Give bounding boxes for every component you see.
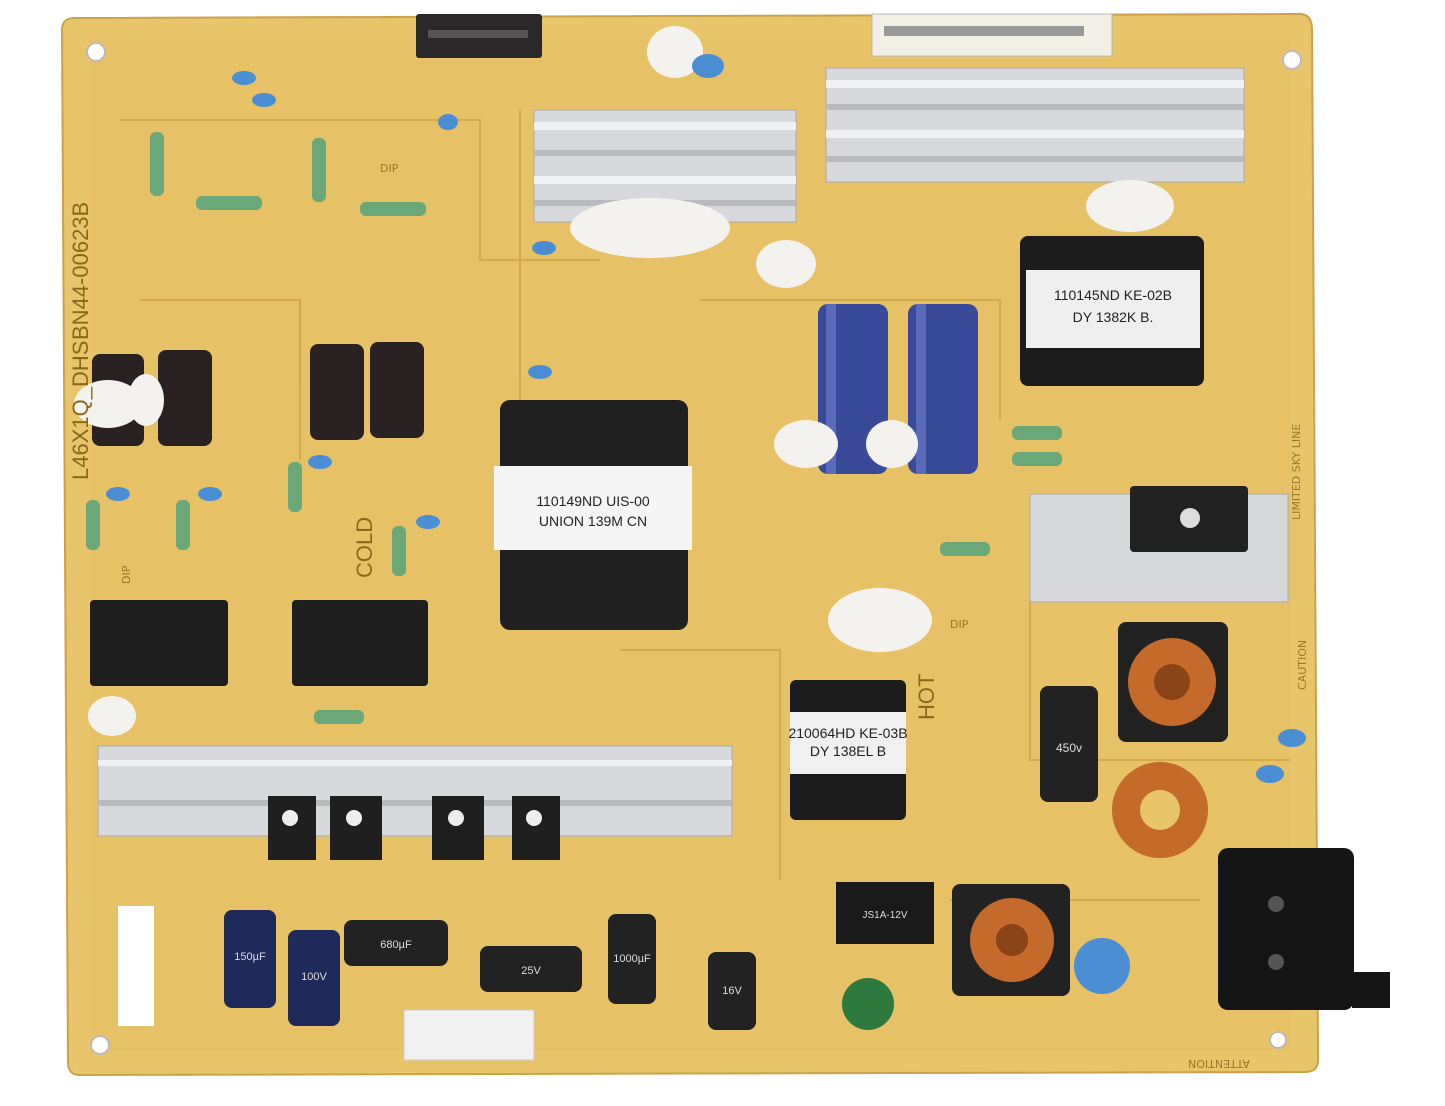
bulk-cap-rating: 450v [1056, 741, 1082, 755]
bottom-cap-labels: 150µF 100V 680µF 25V 1000µF 16V [234, 939, 742, 997]
transformer-top-right-label-2: DY 1382K B. [1073, 309, 1154, 325]
hot-text: HOT [914, 674, 939, 720]
ceramic-caps [106, 54, 1306, 1030]
ac-inlet [1218, 848, 1390, 1010]
cap-label-1: 150µF [234, 951, 266, 963]
transformer-left-label: 110149ND UIS-00 [536, 493, 650, 509]
cap-label-2: 100V [301, 971, 327, 983]
relay-label: JS1A-12V [862, 910, 907, 921]
cold-text: COLD [352, 517, 377, 578]
attention-text: ATTENTION [1188, 1057, 1250, 1070]
common-mode-choke [1118, 622, 1228, 742]
transformer-top-right: 110145ND KE-02B DY 1382K B. [1020, 236, 1204, 386]
glue-blobs [74, 26, 1174, 736]
bottom-connector [403, 1009, 535, 1061]
cap-label-4: 25V [521, 965, 541, 977]
dip-text-3: DIP [950, 618, 969, 631]
caution-text: CAUTION [1296, 640, 1309, 690]
mounting-holes [86, 42, 1302, 1055]
input-choke [952, 884, 1070, 996]
dip-text-2: DIP [120, 565, 133, 584]
transformer-center-label-2: DY 138EL B [810, 743, 886, 759]
label-strip [118, 906, 154, 1026]
heatsink-top-right [825, 67, 1245, 183]
inductor-blocks [90, 600, 428, 686]
cap-label-6: 16V [722, 985, 742, 997]
transformer-top-right-label: 110145ND KE-02B [1054, 287, 1172, 303]
bottom-capacitors [224, 910, 756, 1030]
transformer-left-label-2: UNION 139M CN [539, 513, 647, 529]
board-model-text: BN44-00623B [68, 202, 93, 340]
cap-label-3: 680µF [380, 939, 412, 951]
transformer-center-label: 210064HD KE-03B [788, 725, 907, 741]
limited-sky-line-text: LIMITED SKY LINE [1290, 424, 1303, 520]
dip-text-1: DIP [380, 162, 399, 175]
transformer-center: 210064HD KE-03B DY 138EL B [788, 680, 908, 820]
main-transformer-left: 110149ND UIS-00 UNION 139M CN [494, 400, 692, 630]
board-side-text: L46X1Q_DHS [68, 341, 93, 480]
cap-label-5: 1000µF [613, 953, 651, 965]
relay: JS1A-12V [836, 882, 934, 944]
bulk-cap-450v: 450v [1040, 686, 1098, 802]
heatsink-bottom-left [97, 745, 733, 837]
transistors [268, 796, 560, 860]
heatsink-right [1029, 486, 1289, 603]
toroid-inductor [1112, 762, 1208, 858]
resistors [86, 132, 1062, 724]
